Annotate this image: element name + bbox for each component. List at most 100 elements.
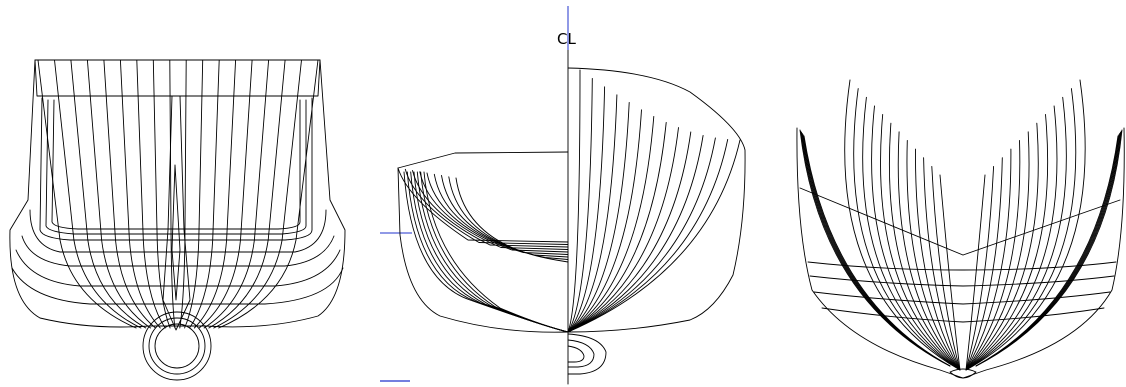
bow-section-right — [965, 79, 1086, 371]
bow-section-left — [888, 122, 961, 371]
bow-section-right — [965, 105, 1058, 371]
bow-section-left — [915, 148, 961, 371]
centerline-label: CL — [557, 30, 576, 48]
bow-buttock-left — [800, 130, 951, 367]
bow-sheer-left — [799, 187, 964, 256]
bulb-section-3 — [567, 345, 585, 363]
stern-station-line — [103, 59, 156, 329]
bow-section-right — [965, 165, 995, 371]
bow-waterline-3 — [813, 291, 1111, 305]
bow-buttock-right — [975, 135, 1119, 367]
prop-circle-inner — [154, 323, 200, 369]
aft-section-line — [455, 177, 569, 263]
bow-section-left — [880, 114, 961, 371]
fwd-sections — [567, 69, 741, 333]
stern-station-line — [136, 59, 166, 329]
stern-station-line — [218, 59, 319, 329]
bow-section-right — [965, 174, 986, 371]
fwd-section-line — [567, 121, 667, 333]
stern-waterline-1 — [21, 235, 335, 267]
stern-station-line — [70, 59, 147, 329]
bow-section-left — [906, 140, 961, 371]
bow-sheer-right — [962, 199, 1121, 256]
stern-station-line — [203, 59, 270, 329]
stern-station-line — [193, 59, 237, 329]
bow-buttock-left — [799, 129, 951, 367]
fwd-section-line — [567, 94, 618, 333]
fwd-section-line — [567, 131, 692, 333]
stern-station-line — [152, 59, 171, 329]
bow-section-left — [897, 131, 961, 371]
bow-bulb — [949, 368, 977, 379]
stern-station-line — [37, 59, 137, 329]
bow-view — [796, 79, 1125, 379]
bow-section-left — [923, 157, 961, 371]
bow-buttock-left — [801, 133, 951, 367]
stern-station-line — [184, 59, 204, 329]
bulb-section-2 — [567, 339, 595, 368]
bow-buttock-left — [802, 134, 951, 367]
fwd-section-line — [567, 139, 741, 333]
fwd-section-line — [567, 77, 593, 333]
bulb-section-1 — [567, 333, 607, 375]
aft-sections — [397, 167, 569, 333]
fwd-section-line — [567, 109, 642, 333]
stern-station-line — [86, 59, 152, 329]
bow-section-left — [939, 174, 961, 371]
aft-section-line — [419, 171, 569, 250]
stern-station-line — [169, 59, 176, 329]
bow-section-left — [931, 165, 961, 371]
stern-waterline-3 — [11, 267, 344, 305]
bow-sections — [799, 79, 1123, 371]
bow-section-right — [965, 122, 1039, 371]
aft-waterline-line — [423, 171, 569, 333]
stern-deck-frame-2 — [45, 99, 307, 235]
fwd-section-line — [567, 135, 704, 333]
stern-skeg — [162, 95, 191, 331]
bow-section-right — [965, 88, 1077, 371]
stern-deck-frame-3 — [51, 99, 301, 230]
stern-station-line — [54, 59, 142, 329]
bow-section-right — [965, 96, 1067, 371]
bow-section-left — [862, 96, 961, 371]
bow-section-right — [965, 148, 1012, 371]
aft-section-line — [426, 172, 569, 253]
bow-buttock-left — [801, 131, 951, 367]
transom-outline — [34, 59, 321, 97]
stern-skeg-inner — [171, 164, 181, 301]
stern-station-line — [208, 59, 286, 329]
aft-section-line — [404, 168, 569, 245]
fwd-sheer — [567, 67, 746, 333]
stern-view — [9, 59, 346, 381]
prop-circle-outer — [142, 311, 212, 381]
fwd-section-line — [567, 127, 679, 333]
bow-waterline-4 — [821, 307, 1105, 323]
bow-section-right — [965, 157, 1003, 371]
stern-station-line — [213, 59, 302, 329]
bow-section-left — [871, 105, 961, 371]
fwd-section-line — [567, 102, 630, 333]
fwd-section-line — [567, 115, 655, 333]
fwd-section-line — [567, 137, 716, 333]
bow-section-right — [965, 131, 1030, 371]
aft-waterline-line — [406, 171, 569, 333]
transom-stations — [37, 59, 319, 329]
fwd-section-line — [567, 139, 729, 333]
fwd-section-line — [567, 86, 606, 333]
stern-deck-frame-1 — [39, 97, 313, 241]
bow-section-right — [965, 114, 1049, 371]
prop-circle-mid — [148, 317, 206, 375]
bow-buttock-left — [803, 135, 951, 367]
stern-deck-frame-4 — [29, 209, 327, 253]
body-plan: CL — [380, 6, 746, 385]
aft-section-line — [397, 167, 569, 243]
bow-section-left — [844, 79, 961, 371]
fwd-section-line — [567, 69, 581, 333]
aft-section-line — [433, 173, 569, 255]
aft-section-outer — [397, 151, 569, 333]
bow-waterline-1 — [807, 261, 1117, 271]
aft-waterline-line — [413, 171, 569, 333]
bow-section-right — [965, 140, 1021, 371]
bow-section-left — [853, 88, 961, 371]
